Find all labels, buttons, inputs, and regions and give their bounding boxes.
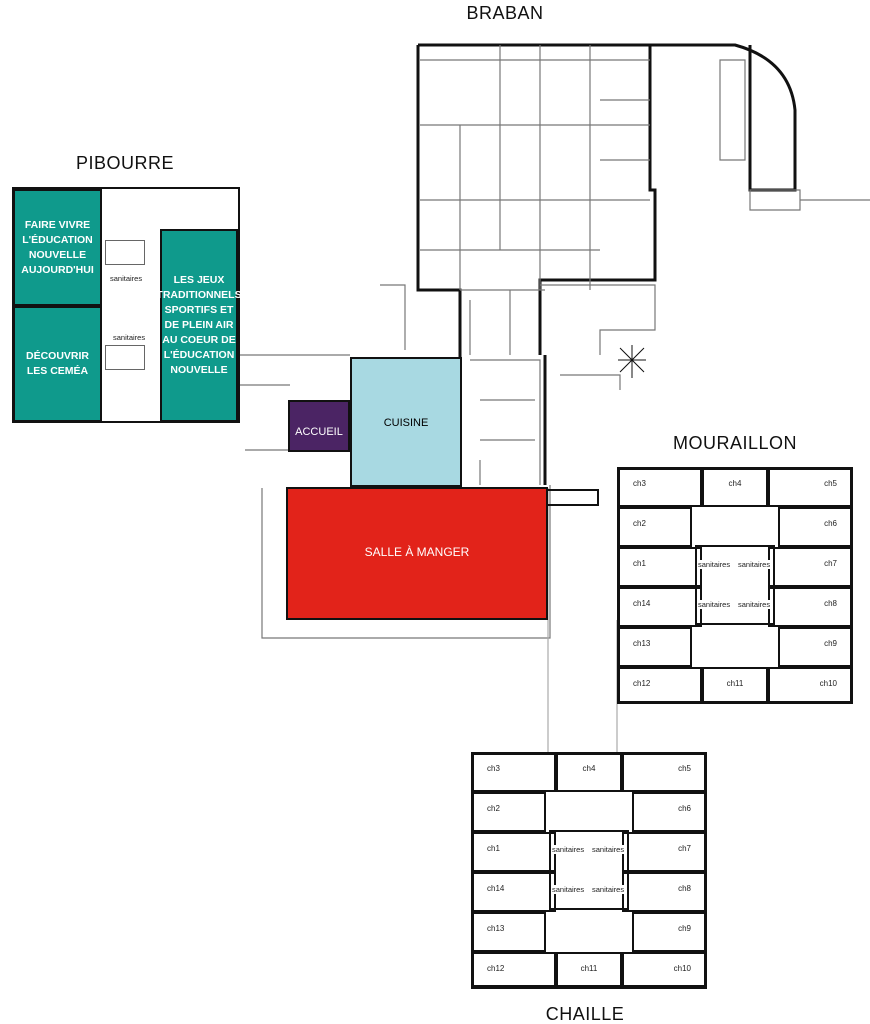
stairs <box>105 240 145 265</box>
bedroom[interactable]: ch12 <box>617 667 702 704</box>
bedroom[interactable]: ch2 <box>471 792 546 832</box>
room-label: SALLE À MANGER <box>364 545 470 559</box>
room-label: LES JEUX TRADITIONNELS SPORTIFS ET DE PL… <box>156 274 242 376</box>
building-label-chaille: CHAILLE <box>545 1004 625 1024</box>
sanitaires-label: sanitaires <box>592 845 625 854</box>
bedroom[interactable]: ch12 <box>471 952 556 989</box>
sanitaires-label: sanitaires <box>552 845 585 854</box>
sanitaires-label: sanitaires <box>698 560 731 569</box>
building-label-braban: BRABAN <box>466 3 544 23</box>
bedroom[interactable]: ch5 <box>768 467 853 507</box>
stairs <box>105 345 145 370</box>
bedroom[interactable]: ch1 <box>471 832 556 872</box>
sanitaires-core <box>695 545 775 625</box>
room-salle-a-manger[interactable]: SALLE À MANGER <box>286 487 548 620</box>
bedroom[interactable]: ch3 <box>471 752 556 792</box>
room-label: DÉCOUVRIR LES CEMÉA <box>26 350 90 377</box>
sanitaires-label: sanitaires <box>592 885 625 894</box>
bedroom[interactable]: ch4 <box>556 752 622 792</box>
room-label: ACCUEIL <box>295 426 343 438</box>
bedroom[interactable]: ch8 <box>622 872 707 912</box>
building-label-mouraillon: MOURAILLON <box>672 433 798 453</box>
bedroom[interactable]: ch10 <box>768 667 853 704</box>
bedroom[interactable]: ch13 <box>617 627 692 667</box>
sanitaires-label: sanitaires <box>738 560 771 569</box>
sanitaires-label: sanitaires <box>110 274 143 283</box>
bedroom[interactable]: ch14 <box>471 872 556 912</box>
bedroom[interactable]: ch9 <box>778 627 853 667</box>
bedroom[interactable]: ch3 <box>617 467 702 507</box>
room-label: CUISINE <box>383 417 429 429</box>
sanitaires-label: sanitaires <box>738 600 771 609</box>
bedroom[interactable]: ch5 <box>622 752 707 792</box>
room-accueil[interactable]: ACCUEIL <box>288 400 350 452</box>
bedroom[interactable]: ch4 <box>702 467 768 507</box>
sanitaires-label: sanitaires <box>552 885 585 894</box>
bedroom[interactable]: ch11 <box>702 667 768 704</box>
bedroom[interactable]: ch7 <box>622 832 707 872</box>
bedroom[interactable]: ch14 <box>617 587 702 627</box>
bedroom[interactable]: ch9 <box>632 912 707 952</box>
sanitaires-core <box>549 830 629 910</box>
room-label: FAIRE VIVRE L'ÉDUCATION NOUVELLE AUJOURD… <box>21 218 94 276</box>
bedroom[interactable]: ch1 <box>617 547 702 587</box>
sanitaires-label: sanitaires <box>113 333 146 342</box>
building-label-pibourre: PIBOURRE <box>75 153 175 173</box>
bedroom[interactable]: ch6 <box>778 507 853 547</box>
sanitaires-label: sanitaires <box>698 600 731 609</box>
bedroom[interactable]: ch7 <box>768 547 853 587</box>
room-decouvrir-cemea[interactable]: DÉCOUVRIR LES CEMÉA <box>13 306 102 422</box>
bedroom[interactable]: ch10 <box>622 952 707 989</box>
bedroom[interactable]: ch2 <box>617 507 692 547</box>
room-faire-vivre-education-nouvelle[interactable]: FAIRE VIVRE L'ÉDUCATION NOUVELLE AUJOURD… <box>13 189 102 306</box>
bedroom[interactable]: ch11 <box>556 952 622 989</box>
room-cuisine[interactable]: CUISINE <box>350 357 462 487</box>
room-jeux-traditionnels[interactable]: LES JEUX TRADITIONNELS SPORTIFS ET DE PL… <box>156 229 242 422</box>
bedroom[interactable]: ch8 <box>768 587 853 627</box>
bedroom[interactable]: ch13 <box>471 912 546 952</box>
bedroom[interactable]: ch6 <box>632 792 707 832</box>
